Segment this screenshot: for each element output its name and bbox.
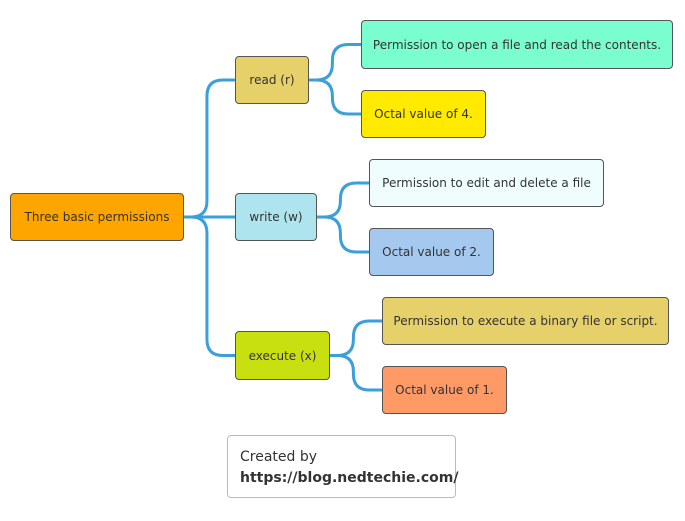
- leaf-node-label: Octal value of 4.: [374, 107, 473, 121]
- branch-node-read: read (r): [235, 56, 309, 104]
- leaf-node-write-description: Permission to edit and delete a file: [369, 159, 604, 207]
- leaf-node-label: Permission to execute a binary file or s…: [393, 314, 658, 328]
- root-node-label: Three basic permissions: [24, 210, 170, 224]
- leaf-node-write-octal: Octal value of 2.: [369, 228, 494, 276]
- branch-node-write: write (w): [235, 193, 317, 241]
- connector-write-to-leaf-2: [315, 215, 371, 254]
- connector-root-to-execute: [182, 215, 237, 357]
- leaf-node-read-octal: Octal value of 4.: [361, 90, 486, 138]
- branch-node-label: execute (x): [248, 348, 317, 363]
- leaf-node-read-description: Permission to open a file and read the c…: [361, 20, 673, 69]
- credit-url[interactable]: https://blog.nedtechie.com/: [240, 470, 459, 486]
- connector-root-to-read: [182, 78, 237, 219]
- leaf-node-label: Permission to open a file and read the c…: [372, 37, 662, 52]
- leaf-node-label: Permission to edit and delete a file: [382, 176, 591, 190]
- leaf-node-execute-description: Permission to execute a binary file or s…: [382, 297, 669, 345]
- root-node: Three basic permissions: [10, 193, 184, 241]
- connector-execute-to-leaf-1: [328, 319, 384, 357]
- branch-node-execute: execute (x): [235, 331, 330, 380]
- connector-execute-to-leaf-2: [328, 354, 384, 392]
- leaf-node-execute-octal: Octal value of 1.: [382, 366, 507, 414]
- credit-box: Created by https://blog.nedtechie.com/: [227, 435, 459, 498]
- leaf-node-label: Octal value of 1.: [395, 383, 494, 397]
- connector-write-to-leaf-1: [315, 181, 371, 219]
- connector-read-to-leaf-1: [307, 43, 363, 82]
- branch-node-label: write (w): [249, 210, 303, 224]
- leaf-node-label: Octal value of 2.: [382, 245, 481, 259]
- credit-label: Created by: [240, 449, 318, 465]
- branch-node-label: read (r): [249, 73, 295, 87]
- connector-read-to-leaf-2: [307, 78, 363, 116]
